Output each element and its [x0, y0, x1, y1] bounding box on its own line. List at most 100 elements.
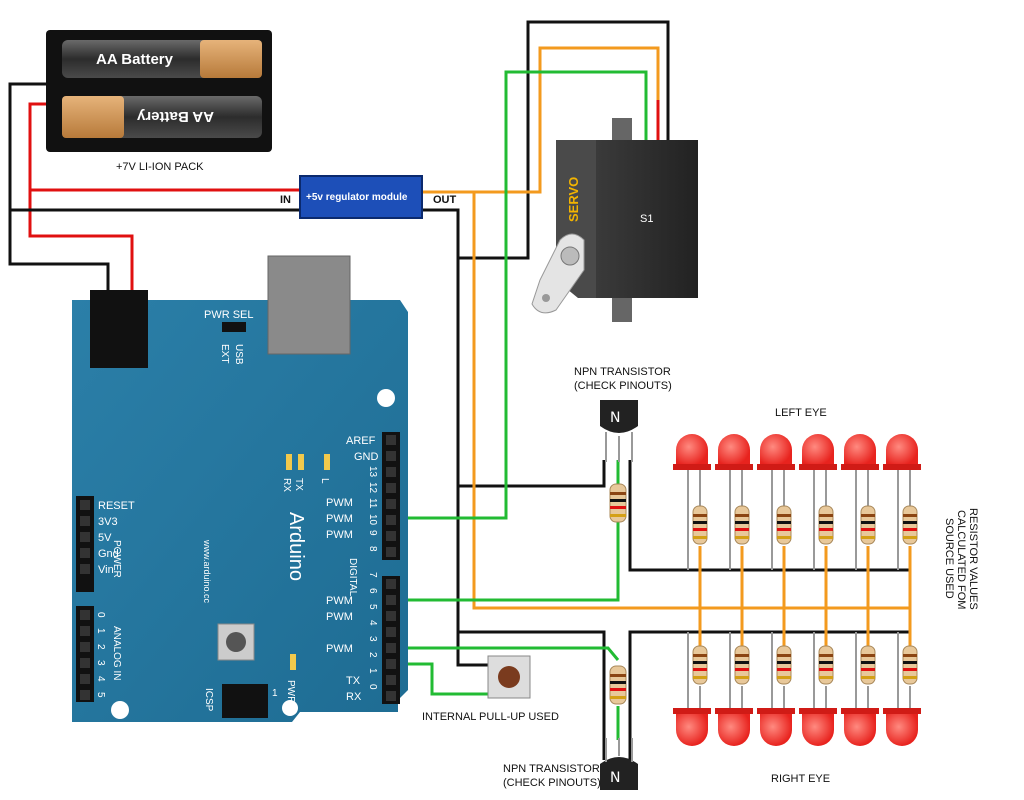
- base-resistor-top: [609, 483, 627, 523]
- aref-label: AREF: [346, 435, 376, 447]
- transistor-bottom-label-2: (CHECK PINOUTS): [503, 777, 601, 789]
- arduino-url: www.arduino.cc: [202, 539, 212, 604]
- right-eye-led-5: [841, 608, 879, 746]
- right-eye-led-5-dome: [841, 708, 879, 746]
- wires: [8, 20, 910, 760]
- regulator-module: +5v regulator module IN OUT: [280, 175, 457, 219]
- transistor-bottom-label-1: NPN TRANSISTOR: [503, 763, 600, 775]
- transistor-top-label-1: NPN TRANSISTOR: [574, 366, 671, 378]
- rx-pin-label: RX: [346, 691, 362, 703]
- right-eye-led-6: [883, 608, 921, 746]
- pin3-to-bottom-resistor-wire: [400, 646, 620, 661]
- digital-pin-6: 6: [367, 588, 378, 594]
- battery-cell-2-cap: [62, 96, 124, 138]
- battery-negative-wire: [8, 82, 110, 290]
- digital-pin-4: 4: [367, 620, 378, 626]
- servo-name-label: S1: [640, 213, 653, 225]
- pwr-led: [290, 654, 296, 670]
- left-eye-led-group: [673, 434, 921, 608]
- left-eye-led-4-dome: [799, 434, 837, 470]
- right-eye-led-2: [715, 608, 753, 746]
- pin6-to-top-resistor-wire: [400, 520, 620, 602]
- digital-header-low: [382, 576, 400, 704]
- battery-cell-1-cap: [200, 40, 262, 78]
- ground-bus-wire: [422, 208, 490, 667]
- ground-to-bottom-transistor-wire: [458, 630, 606, 760]
- left-eye-led-6: [883, 434, 921, 608]
- icsp-header: [222, 684, 268, 718]
- right-eye-label: RIGHT EYE: [771, 773, 830, 785]
- digital-title: DIGITAL: [347, 558, 358, 597]
- right-eye-led-4: [799, 608, 837, 746]
- battery-positive-wire: [28, 102, 300, 192]
- power-jack: [90, 290, 148, 368]
- regulator-out-label: OUT: [433, 194, 457, 206]
- battery-pack-label: +7V LI-ION PACK: [116, 161, 204, 173]
- digital-header-high: [382, 432, 400, 560]
- rx-led-label: RX: [281, 478, 292, 492]
- digital-pin-9: 9: [367, 530, 378, 536]
- l-led-label: L: [319, 478, 330, 484]
- pwm-label-6: PWM: [326, 595, 353, 607]
- right-eye-led-3: [757, 608, 795, 746]
- digital-pin-12: 12: [367, 482, 378, 494]
- pwr-sel-jumper[interactable]: [222, 322, 246, 332]
- digital-pin-13: 13: [367, 466, 378, 478]
- tx-led: [286, 454, 292, 470]
- left-eye-led-4: [799, 434, 837, 608]
- digital-pin-1: 1: [367, 668, 378, 674]
- analog-title: ANALOG IN: [111, 626, 122, 680]
- push-button-label: INTERNAL PULL-UP USED: [422, 711, 559, 723]
- servo-body: [596, 140, 698, 298]
- power-pin-reset: RESET: [98, 500, 135, 512]
- battery-cell-2-label: AA Battery: [136, 108, 214, 125]
- ext-label: EXT: [219, 344, 230, 363]
- right-eye-resistor-1: [692, 645, 708, 685]
- battery-to-jack-red-wire: [28, 190, 134, 290]
- mounting-hole-1: [377, 389, 395, 407]
- pwm-label-3: PWM: [326, 643, 353, 655]
- resistor-note: RESISTOR VALUES CALCULATED FOM SOURCE US…: [943, 508, 979, 610]
- resistor-note-line-1: RESISTOR VALUES: [967, 508, 979, 610]
- five-volt-bus-wire: [422, 190, 910, 610]
- tx-pin-label: TX: [346, 675, 361, 687]
- arduino-logo-text: Arduino: [285, 512, 307, 581]
- analog-pin-2: 2: [95, 644, 106, 650]
- regulator-label: +5v regulator module: [306, 192, 408, 203]
- left-eye-led-2: [715, 434, 753, 608]
- power-title: POWER: [111, 540, 122, 578]
- digital-pin-0: 0: [367, 684, 378, 690]
- servo-signal-wire: [400, 70, 648, 520]
- right-eye-resistor-4: [818, 645, 834, 685]
- power-header: [76, 496, 94, 592]
- regulator-in-label: IN: [280, 194, 291, 206]
- right-eye-led-group: [673, 608, 921, 746]
- power-pin-5v: 5V: [98, 532, 112, 544]
- left-eye-led-1-dome: [673, 434, 711, 470]
- push-button[interactable]: INTERNAL PULL-UP USED: [422, 655, 559, 723]
- npn-transistor-top: NPN TRANSISTOR (CHECK PINOUTS) N: [574, 366, 672, 462]
- right-eye-led-6-dome: [883, 708, 921, 746]
- left-eye-resistor-4: [818, 505, 834, 545]
- analog-pin-0: 0: [95, 612, 106, 618]
- servo-horn: [531, 233, 585, 314]
- usb-connector: [267, 255, 351, 355]
- tx-led-label: TX: [293, 478, 304, 491]
- analog-pin-3: 3: [95, 660, 106, 666]
- reset-button-cap[interactable]: [226, 632, 246, 652]
- digital-pin-2: 2: [367, 652, 378, 658]
- digital-pin-5: 5: [367, 604, 378, 610]
- push-button-cap[interactable]: [498, 666, 520, 688]
- rx-led: [298, 454, 304, 470]
- analog-pin-4: 4: [95, 676, 106, 682]
- pwm-label-10: PWM: [326, 513, 353, 525]
- mounting-hole-2: [111, 701, 129, 719]
- battery-pack: AA Battery AA Battery +7V LI-ION PACK: [46, 30, 272, 173]
- power-pin-3v3: 3V3: [98, 516, 118, 528]
- left-eye-led-5: [841, 434, 879, 608]
- servo-brand-label: SERVO: [566, 177, 581, 222]
- right-eye-resistor-5: [860, 645, 876, 685]
- servo-shaft-bottom: [612, 292, 632, 322]
